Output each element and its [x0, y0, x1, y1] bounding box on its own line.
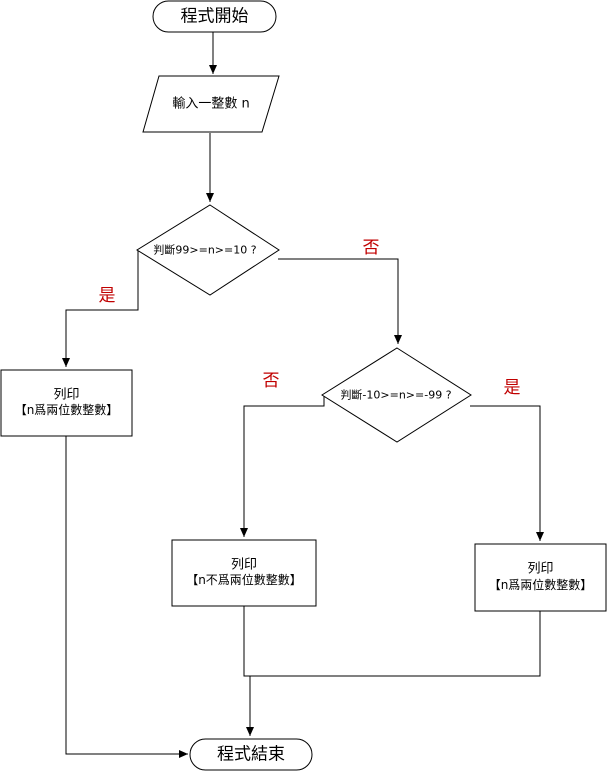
print-right-line2: 【n爲兩位數整數】 — [489, 577, 593, 592]
edge-labels: 是 否 否 是 — [99, 238, 521, 398]
decision1-label: 判斷99>=n>=10 ? — [153, 244, 256, 257]
connectors — [62, 32, 544, 758]
edge-decision1-yes — [62, 250, 139, 367]
edge-print-middle-down — [243, 606, 541, 677]
edge-label-decision1-no: 否 — [363, 238, 380, 258]
edge-decision2-yes — [470, 405, 544, 541]
decision2-node: 判斷-10>=n>=-99 ? — [321, 347, 472, 443]
decision2-shape — [321, 347, 472, 443]
print-right-shape — [474, 543, 607, 612]
edge-decision2-no — [240, 395, 325, 537]
print-middle-line1: 列印 — [231, 558, 257, 573]
print-middle-node: 列印 【n不爲兩位數整數】 — [171, 539, 317, 607]
print-left-shape — [0, 369, 133, 437]
decision1-shape — [136, 204, 280, 296]
print-right-node: 列印 【n爲兩位數整數】 — [474, 543, 607, 612]
input-shape — [142, 75, 280, 133]
edge-label-decision2-yes: 是 — [504, 378, 521, 398]
input-label: 輸入一整數 n — [172, 97, 249, 112]
decision2-label: 判斷-10>=n>=-99 ? — [340, 389, 451, 402]
edge-label-decision1-yes: 是 — [99, 286, 116, 306]
print-left-node: 列印 【n爲兩位數整數】 — [0, 369, 133, 437]
start-node: 程式開始 — [152, 0, 277, 33]
end-node: 程式結束 — [189, 738, 313, 771]
end-label: 程式結束 — [217, 745, 285, 765]
end-shape — [189, 738, 313, 771]
print-middle-line2: 【n不爲兩位數整數】 — [186, 572, 302, 587]
start-shape — [152, 0, 277, 33]
print-left-line2: 【n爲兩位數整數】 — [15, 402, 119, 417]
decision1-node: 判斷99>=n>=10 ? — [136, 204, 280, 296]
start-label: 程式開始 — [181, 7, 249, 27]
print-left-line1: 列印 — [53, 388, 79, 403]
input-node: 輸入一整數 n — [142, 75, 280, 133]
edge-label-decision2-no: 否 — [263, 371, 280, 391]
print-middle-shape — [171, 539, 317, 607]
print-right-line1: 列印 — [527, 562, 553, 577]
edge-print-left-to-end — [65, 436, 188, 758]
edge-decision1-no — [278, 258, 402, 344]
